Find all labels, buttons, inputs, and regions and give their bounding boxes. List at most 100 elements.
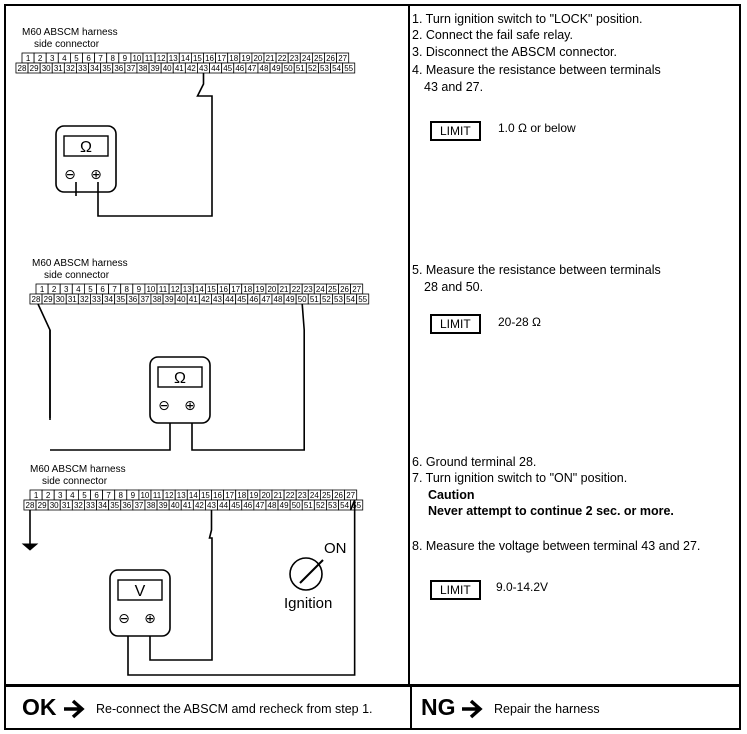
connector-pin-label: 5	[88, 285, 93, 294]
wire-terminal-43	[97, 73, 213, 217]
meter-display	[157, 366, 203, 388]
connector-subtitle: side connector	[34, 39, 100, 50]
ng-arrow-icon	[462, 699, 483, 719]
connector-pin-label: 20	[267, 285, 276, 294]
column-divider	[408, 6, 410, 684]
connector-subtitle: side connector	[42, 476, 108, 487]
minus-terminal-icon: ⊖	[64, 167, 76, 183]
connector-pin-label: 37	[126, 64, 135, 73]
connector-pin-label: 22	[286, 491, 295, 500]
connector-pin-label: 53	[334, 295, 343, 304]
ok-label: OK	[22, 694, 57, 720]
connector-pin-label: 15	[193, 54, 202, 63]
connector-pin-label: 45	[231, 501, 240, 510]
connector-pin-label: 34	[90, 64, 99, 73]
ohmmeter: Ω⊖⊕	[55, 125, 117, 193]
connector-pin-label: 34	[104, 295, 113, 304]
connector-pin-label: 36	[122, 501, 131, 510]
connector-pin-label: 27	[346, 491, 355, 500]
connector-pin-label: 50	[284, 64, 293, 73]
connector-pin-label: 9	[123, 54, 128, 63]
connector-pin-label: 38	[139, 64, 148, 73]
step-5-terminals: 28 and 50.	[424, 280, 484, 294]
connector-pin-label: 38	[147, 501, 156, 510]
connector-pin-label: 55	[358, 295, 367, 304]
step-1: 1. Turn ignition switch to "LOCK" positi…	[412, 12, 643, 26]
connector-pin-label: 7	[112, 285, 117, 294]
connector-pin-label: 15	[207, 285, 216, 294]
connector-pin-label: 31	[68, 295, 77, 304]
connector-pin-label: 8	[125, 285, 130, 294]
connector-pin-label: 7	[98, 54, 103, 63]
connector-pin-label: 44	[211, 64, 220, 73]
wire-terminal-28	[37, 303, 51, 418]
connector-pin-label: 37	[134, 501, 143, 510]
connector-pin-label: 1	[26, 54, 31, 63]
caution-text: Never attempt to continue 2 sec. or more…	[428, 504, 674, 518]
wire-terminal-50	[191, 303, 305, 451]
connector-pin-label: 9	[131, 491, 136, 500]
wire-terminal-27	[127, 499, 356, 676]
connector-pin-label: 13	[169, 54, 178, 63]
connector-pin-label: 46	[243, 501, 252, 510]
connector-pin-label: 25	[322, 491, 331, 500]
connector-pin-label: 29	[30, 64, 39, 73]
connector-pin-label: 40	[171, 501, 180, 510]
meter-unit-symbol: Ω	[174, 370, 186, 387]
limit-badge: LIMIT	[430, 314, 481, 334]
connector-pin-label: 5	[82, 491, 87, 500]
footer-column-divider	[410, 687, 412, 728]
connector-pin-label: 32	[80, 295, 89, 304]
connector-pin-label: 22	[278, 54, 287, 63]
meter-display	[117, 579, 163, 601]
connector-pin-label: 3	[50, 54, 55, 63]
connector-pin-label: 30	[50, 501, 59, 510]
connector-pin-label: 21	[280, 285, 289, 294]
connector-pin-cell	[356, 293, 370, 305]
step-2: 2. Connect the fail safe relay.	[412, 28, 573, 42]
connector-pin-label: 3	[58, 491, 63, 500]
ng-instruction: Repair the harness	[494, 702, 600, 716]
connector-pin-label: 11	[159, 285, 168, 294]
limit-badge: LIMIT	[430, 121, 481, 141]
connector-pin-label: 30	[42, 64, 51, 73]
connector-pin-cell	[342, 62, 356, 74]
plus-terminal-icon: ⊕	[90, 167, 102, 183]
connector-pin-label: 26	[334, 491, 343, 500]
ground-icon	[21, 543, 39, 551]
connector-pin-label: 44	[225, 295, 234, 304]
connector-pin-label: 50	[298, 295, 307, 304]
connector-pin-label: 40	[177, 295, 186, 304]
connector-pin-label: 47	[255, 501, 264, 510]
connector-pin-label: 36	[114, 64, 123, 73]
connector-pin-label: 6	[100, 285, 105, 294]
connector-pin-label: 18	[229, 54, 238, 63]
connector-pin-label: 22	[292, 285, 301, 294]
connector-pin-label: 35	[110, 501, 119, 510]
connector-pin-label: 28	[32, 295, 41, 304]
connector-pin-label: 47	[247, 64, 256, 73]
connector-pin-label: 46	[235, 64, 244, 73]
connector-pin-label: 23	[290, 54, 299, 63]
connector-pin-label: 54	[346, 295, 355, 304]
connector-subtitle: side connector	[44, 270, 110, 281]
connector-pin-label: 42	[195, 501, 204, 510]
connector-pin-label: 10	[132, 54, 141, 63]
connector-pin-label: 47	[261, 295, 270, 304]
footer-divider	[6, 684, 739, 687]
step-3: 3. Disconnect the ABSCM connector.	[412, 45, 617, 59]
connector-pin-label: 21	[274, 491, 283, 500]
meter-unit-symbol: V	[135, 583, 146, 600]
connector-pin-label: 13	[183, 285, 192, 294]
connector-pin-label: 20	[253, 54, 262, 63]
connector-pin-label: 40	[163, 64, 172, 73]
step-4-terminals: 43 and 27.	[424, 80, 484, 94]
connector-pin-label: 6	[94, 491, 99, 500]
connector-pin-label: 2	[52, 285, 57, 294]
connector-pin-label: 42	[187, 64, 196, 73]
connector-pin-label: 6	[86, 54, 91, 63]
connector-pin-label: 26	[326, 54, 335, 63]
connector-pin-label: 12	[157, 54, 166, 63]
connector-pin-label: 29	[38, 501, 47, 510]
